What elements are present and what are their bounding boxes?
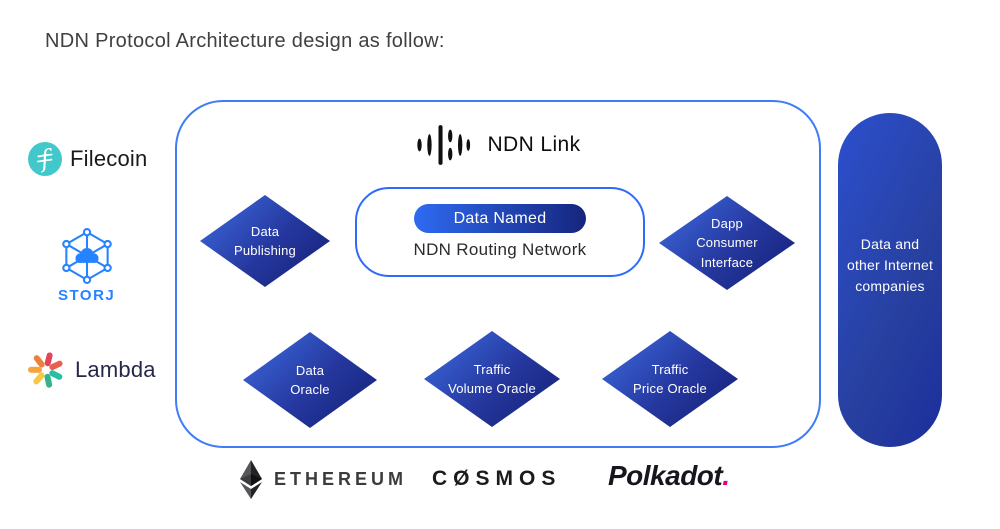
lambda-logo: Lambda: [26, 350, 156, 390]
polkadot-dot: .: [722, 460, 731, 491]
polkadot-label: Polkadot: [608, 460, 723, 491]
ethereum-label: ETHEREUM: [274, 468, 408, 489]
data-named-label: Data Named: [453, 209, 547, 227]
ndn-link-header: NDN Link: [177, 124, 819, 166]
polkadot-logo: Polkadot.: [608, 452, 730, 500]
storj-network-icon: [61, 228, 112, 284]
filecoin-label: Filecoin: [70, 146, 148, 171]
diamond-label: Traffic Price Oracle: [633, 361, 707, 397]
filecoin-logo: f Filecoin: [28, 142, 147, 176]
lambda-pinwheel-icon: [28, 352, 63, 388]
routing-network-box: Data Named NDN Routing Network: [355, 187, 645, 277]
page-title: NDN Protocol Architecture design as foll…: [45, 30, 445, 52]
filecoin-icon: f: [28, 142, 62, 176]
diamond-label: Data Oracle: [290, 362, 330, 398]
capsule-label: Data and other Internet companies: [846, 235, 934, 294]
data-companies-capsule: Data and other Internet companies: [838, 113, 942, 447]
diamond-label: Traffic Volume Oracle: [448, 361, 536, 397]
data-named-pill: Data Named: [414, 204, 586, 233]
ndn-link-label: NDN Link: [487, 133, 581, 156]
storj-logo: STORJ: [58, 228, 115, 304]
waveform-icon: [417, 125, 471, 165]
storj-label: STORJ: [58, 287, 116, 304]
ethereum-logo: ETHEREUM: [238, 458, 407, 500]
diamond-label: Data Publishing: [234, 223, 296, 259]
routing-network-label: NDN Routing Network: [413, 240, 587, 259]
diamond-label: Dapp Consumer Interface: [696, 215, 758, 270]
lambda-label: Lambda: [75, 357, 156, 382]
ethereum-icon: [240, 460, 262, 499]
cosmos-logo: CØSMOS: [432, 458, 561, 500]
cosmos-label: CØSMOS: [432, 467, 562, 490]
